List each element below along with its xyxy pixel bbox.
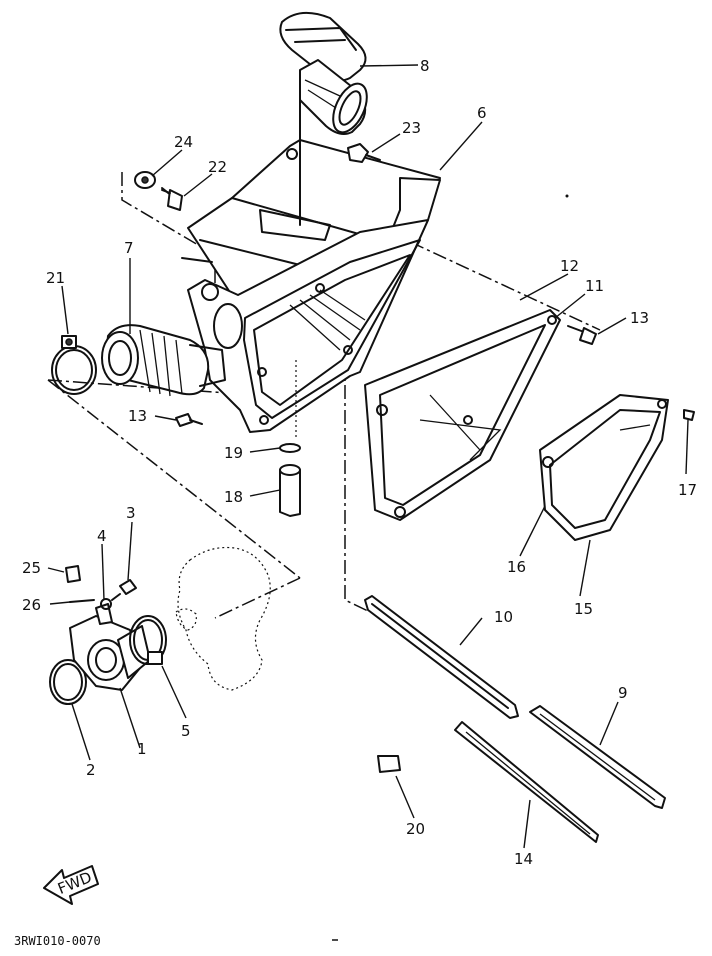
callout-14: 14: [514, 850, 533, 868]
callout-20: 20: [406, 820, 425, 838]
part-7-intake-boot: [101, 324, 226, 397]
fwd-arrow-icon: FWD: [43, 865, 99, 905]
callout-24: 24: [174, 133, 193, 151]
callout-5: 5: [181, 722, 191, 740]
part-13-screw-left: [175, 413, 203, 427]
callout-22: 22: [208, 158, 227, 176]
callout-15: 15: [574, 600, 593, 618]
part-19-18: [279, 443, 301, 517]
callout-11: 11: [585, 277, 604, 295]
part-12-element-guide: [364, 309, 561, 521]
callout-6: 6: [477, 104, 487, 122]
callout-4: 4: [97, 527, 107, 545]
callout-23: 23: [402, 119, 421, 137]
part-10-filter-element: [364, 595, 519, 719]
fasteners-top: [134, 143, 381, 211]
part-code: 3RWI010-0070: [14, 934, 101, 948]
part-9-element-plate: [529, 705, 666, 809]
callout-13-right: 13: [630, 309, 649, 327]
part-8-intake-duct: [279, 11, 368, 135]
callout-13-left: 13: [128, 407, 147, 425]
callout-9: 9: [618, 684, 628, 702]
part-14-element-plate: [454, 721, 599, 843]
carb-joint-group: [49, 546, 271, 705]
callout-10: 10: [494, 608, 513, 626]
callout-18: 18: [224, 488, 243, 506]
leader-lines: [47, 64, 689, 849]
speck: [565, 194, 569, 198]
part-13-screw-right: [567, 325, 597, 345]
callout-16: 16: [507, 558, 526, 576]
part-21-hose-clamp: [51, 335, 97, 395]
part-20-block: [377, 755, 401, 773]
callout-12: 12: [560, 257, 579, 275]
callout-25: 25: [22, 559, 41, 577]
callout-1: 1: [137, 740, 147, 758]
callout-labels: 8 6 23 24 22 7 21 12 11 13 13 19 18 17 1…: [22, 57, 697, 868]
callout-19: 19: [224, 444, 243, 462]
callout-21: 21: [46, 269, 65, 287]
callout-2: 2: [86, 761, 96, 779]
callout-3: 3: [126, 504, 136, 522]
callout-8: 8: [420, 57, 430, 75]
assembly-lines: [47, 172, 601, 619]
callout-17: 17: [678, 481, 697, 499]
callout-26: 26: [22, 596, 41, 614]
callout-7: 7: [124, 239, 134, 257]
part-6-air-box: [181, 84, 441, 440]
part-15-16-side-cover: [539, 394, 695, 541]
